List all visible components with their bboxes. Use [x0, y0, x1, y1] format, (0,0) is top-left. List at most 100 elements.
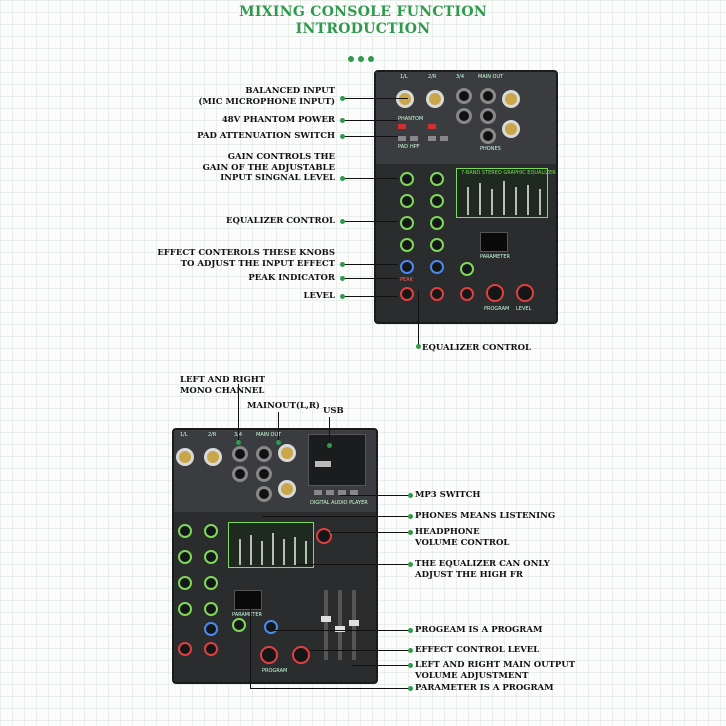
panel-ch2-label: 2/R	[428, 74, 437, 80]
panel-parameter-label: PARAMETER	[480, 254, 510, 260]
b-jack-3	[232, 446, 248, 462]
level-knob-st[interactable]	[460, 287, 474, 301]
label-phones-listening: PHONES MEANS LISTENING	[415, 511, 556, 521]
program-knob[interactable]	[486, 284, 504, 302]
label-balanced-input: BALANCED INPUT(MIC MICROPHONE INPUT)	[198, 86, 335, 107]
b-eq-knob-6[interactable]	[204, 602, 218, 616]
b-display-screen	[234, 590, 262, 610]
eq-mid-knob-2[interactable]	[430, 216, 444, 230]
b-jack-main-l	[256, 446, 272, 462]
phantom-switch-2[interactable]	[428, 124, 436, 129]
panel-phones-label: PHONES	[480, 146, 501, 152]
panel-program-label: PROGRAM	[484, 306, 510, 312]
mp3-button-3[interactable]	[338, 490, 346, 495]
jack-4	[456, 108, 472, 124]
xlr-main-r	[502, 120, 520, 138]
b-level-knob-34[interactable]	[232, 618, 246, 632]
b-eq-knob-4[interactable]	[204, 576, 218, 590]
eq-low-knob-1[interactable]	[400, 238, 414, 252]
eq-low-knob-2[interactable]	[430, 238, 444, 252]
b-gain-knob-2[interactable]	[204, 524, 218, 538]
panel-level-label: LEVEL	[516, 306, 532, 312]
panel-b-ch2-label: 2/R	[208, 432, 217, 438]
jack-phones	[480, 128, 496, 144]
label-mp3-switch: MP3 SWITCH	[415, 490, 481, 500]
b-jack-phones	[256, 486, 272, 502]
b-headphone-knob[interactable]	[316, 528, 332, 544]
mp3-button-1[interactable]	[314, 490, 322, 495]
b-xlr-main-r	[278, 480, 296, 498]
b-fader-1[interactable]	[321, 616, 331, 622]
label-phantom-power: 48V PHANTOM POWER	[221, 115, 335, 125]
jack-main-l	[480, 88, 496, 104]
level-knob-1[interactable]	[400, 287, 414, 301]
eq-title: 7-BAND STEREO GRAPHIC EQUALIZER	[461, 170, 556, 176]
b-xlr-input-1	[176, 448, 194, 466]
mixer-top-image: 1/L 2/R 3/4 MAIN OUT PHANTOM PAD HPF PHO…	[374, 70, 558, 324]
b-level-knob-1[interactable]	[178, 642, 192, 656]
b-fader-3[interactable]	[349, 620, 359, 626]
label-pad-switch: PAD ATTENUATION SWITCH	[197, 131, 335, 141]
b-effect-knob[interactable]	[204, 622, 218, 636]
usb-port	[315, 461, 331, 467]
b-program-knob-2[interactable]	[260, 646, 278, 664]
label-usb: USB	[323, 406, 344, 416]
b-panel-program-label: PROGRAM	[262, 668, 288, 674]
level-knob-2[interactable]	[430, 287, 444, 301]
decorative-dots	[346, 47, 376, 66]
jack-main-r	[480, 108, 496, 124]
label-level: LEVEL	[303, 291, 335, 301]
hpf-switch-2[interactable]	[440, 136, 448, 141]
label-parameter: PARAMETER IS A PROGRAM	[415, 683, 554, 693]
b-fader-2[interactable]	[335, 626, 345, 632]
page-title: MIXING CONSOLE FUNCTION	[239, 4, 487, 20]
eq-high-knob-1[interactable]	[400, 194, 414, 208]
panel-hpf-label: HPF	[410, 144, 420, 150]
panel-b-ch1-label: 1/L	[180, 432, 188, 438]
gain-knob-2[interactable]	[430, 172, 444, 186]
effect-knob-2[interactable]	[430, 260, 444, 274]
b-effect-level-knob[interactable]	[292, 646, 310, 664]
pad-switch[interactable]	[398, 136, 406, 141]
b-level-knob-2[interactable]	[204, 642, 218, 656]
pad-switch-2[interactable]	[428, 136, 436, 141]
b-jack-main-r	[256, 466, 272, 482]
panel-pad-label: PAD	[398, 144, 408, 150]
b-eq-knob-3[interactable]	[178, 576, 192, 590]
mixer-bottom-image: 1/L 2/R 3/4 MAIN OUT DIGITAL AUDIO PLAYE…	[172, 428, 378, 684]
panel-dap-label: DIGITAL AUDIO PLAYER	[310, 500, 368, 506]
xlr-main-l	[502, 90, 520, 108]
effect-knob-1[interactable]	[400, 260, 414, 274]
mp3-button-2[interactable]	[326, 490, 334, 495]
eq-high-knob-2[interactable]	[430, 194, 444, 208]
b-jack-4	[232, 466, 248, 482]
display-screen	[480, 232, 508, 252]
b-gain-knob-1[interactable]	[178, 524, 192, 538]
label-peak-indicator: PEAK INDICATOR	[248, 273, 335, 283]
gain-knob-1[interactable]	[400, 172, 414, 186]
label-mainout: MAINOUT(L,R)	[247, 401, 320, 411]
b-eq-knob-5[interactable]	[178, 602, 192, 616]
eq-mid-knob-1[interactable]	[400, 216, 414, 230]
b-fader-track-1	[324, 590, 328, 660]
mp3-button-4[interactable]	[350, 490, 358, 495]
effect-level-knob[interactable]	[516, 284, 534, 302]
level-knob-34[interactable]	[460, 262, 474, 276]
panel-mainout-label: MAIN OUT	[478, 74, 504, 80]
b-graphic-eq-panel	[228, 522, 314, 568]
panel-b-mainout-label: MAIN OUT	[256, 432, 282, 438]
xlr-input-1	[396, 90, 414, 108]
usb-player-panel	[308, 434, 366, 486]
b-eq-knob-1[interactable]	[178, 550, 192, 564]
b-program-knob[interactable]	[264, 620, 278, 634]
b-eq-knob-2[interactable]	[204, 550, 218, 564]
hpf-switch[interactable]	[410, 136, 418, 141]
phantom-switch[interactable]	[398, 124, 406, 129]
label-progeam: PROGEAM IS A PROGRAM	[415, 625, 543, 635]
label-effect-level: EFFECT CONTROL LEVEL	[415, 645, 540, 655]
label-equalizer-control-bottom: EQUALIZER CONTROL	[422, 343, 531, 353]
panel-ch34-label: 3/4	[456, 74, 465, 80]
